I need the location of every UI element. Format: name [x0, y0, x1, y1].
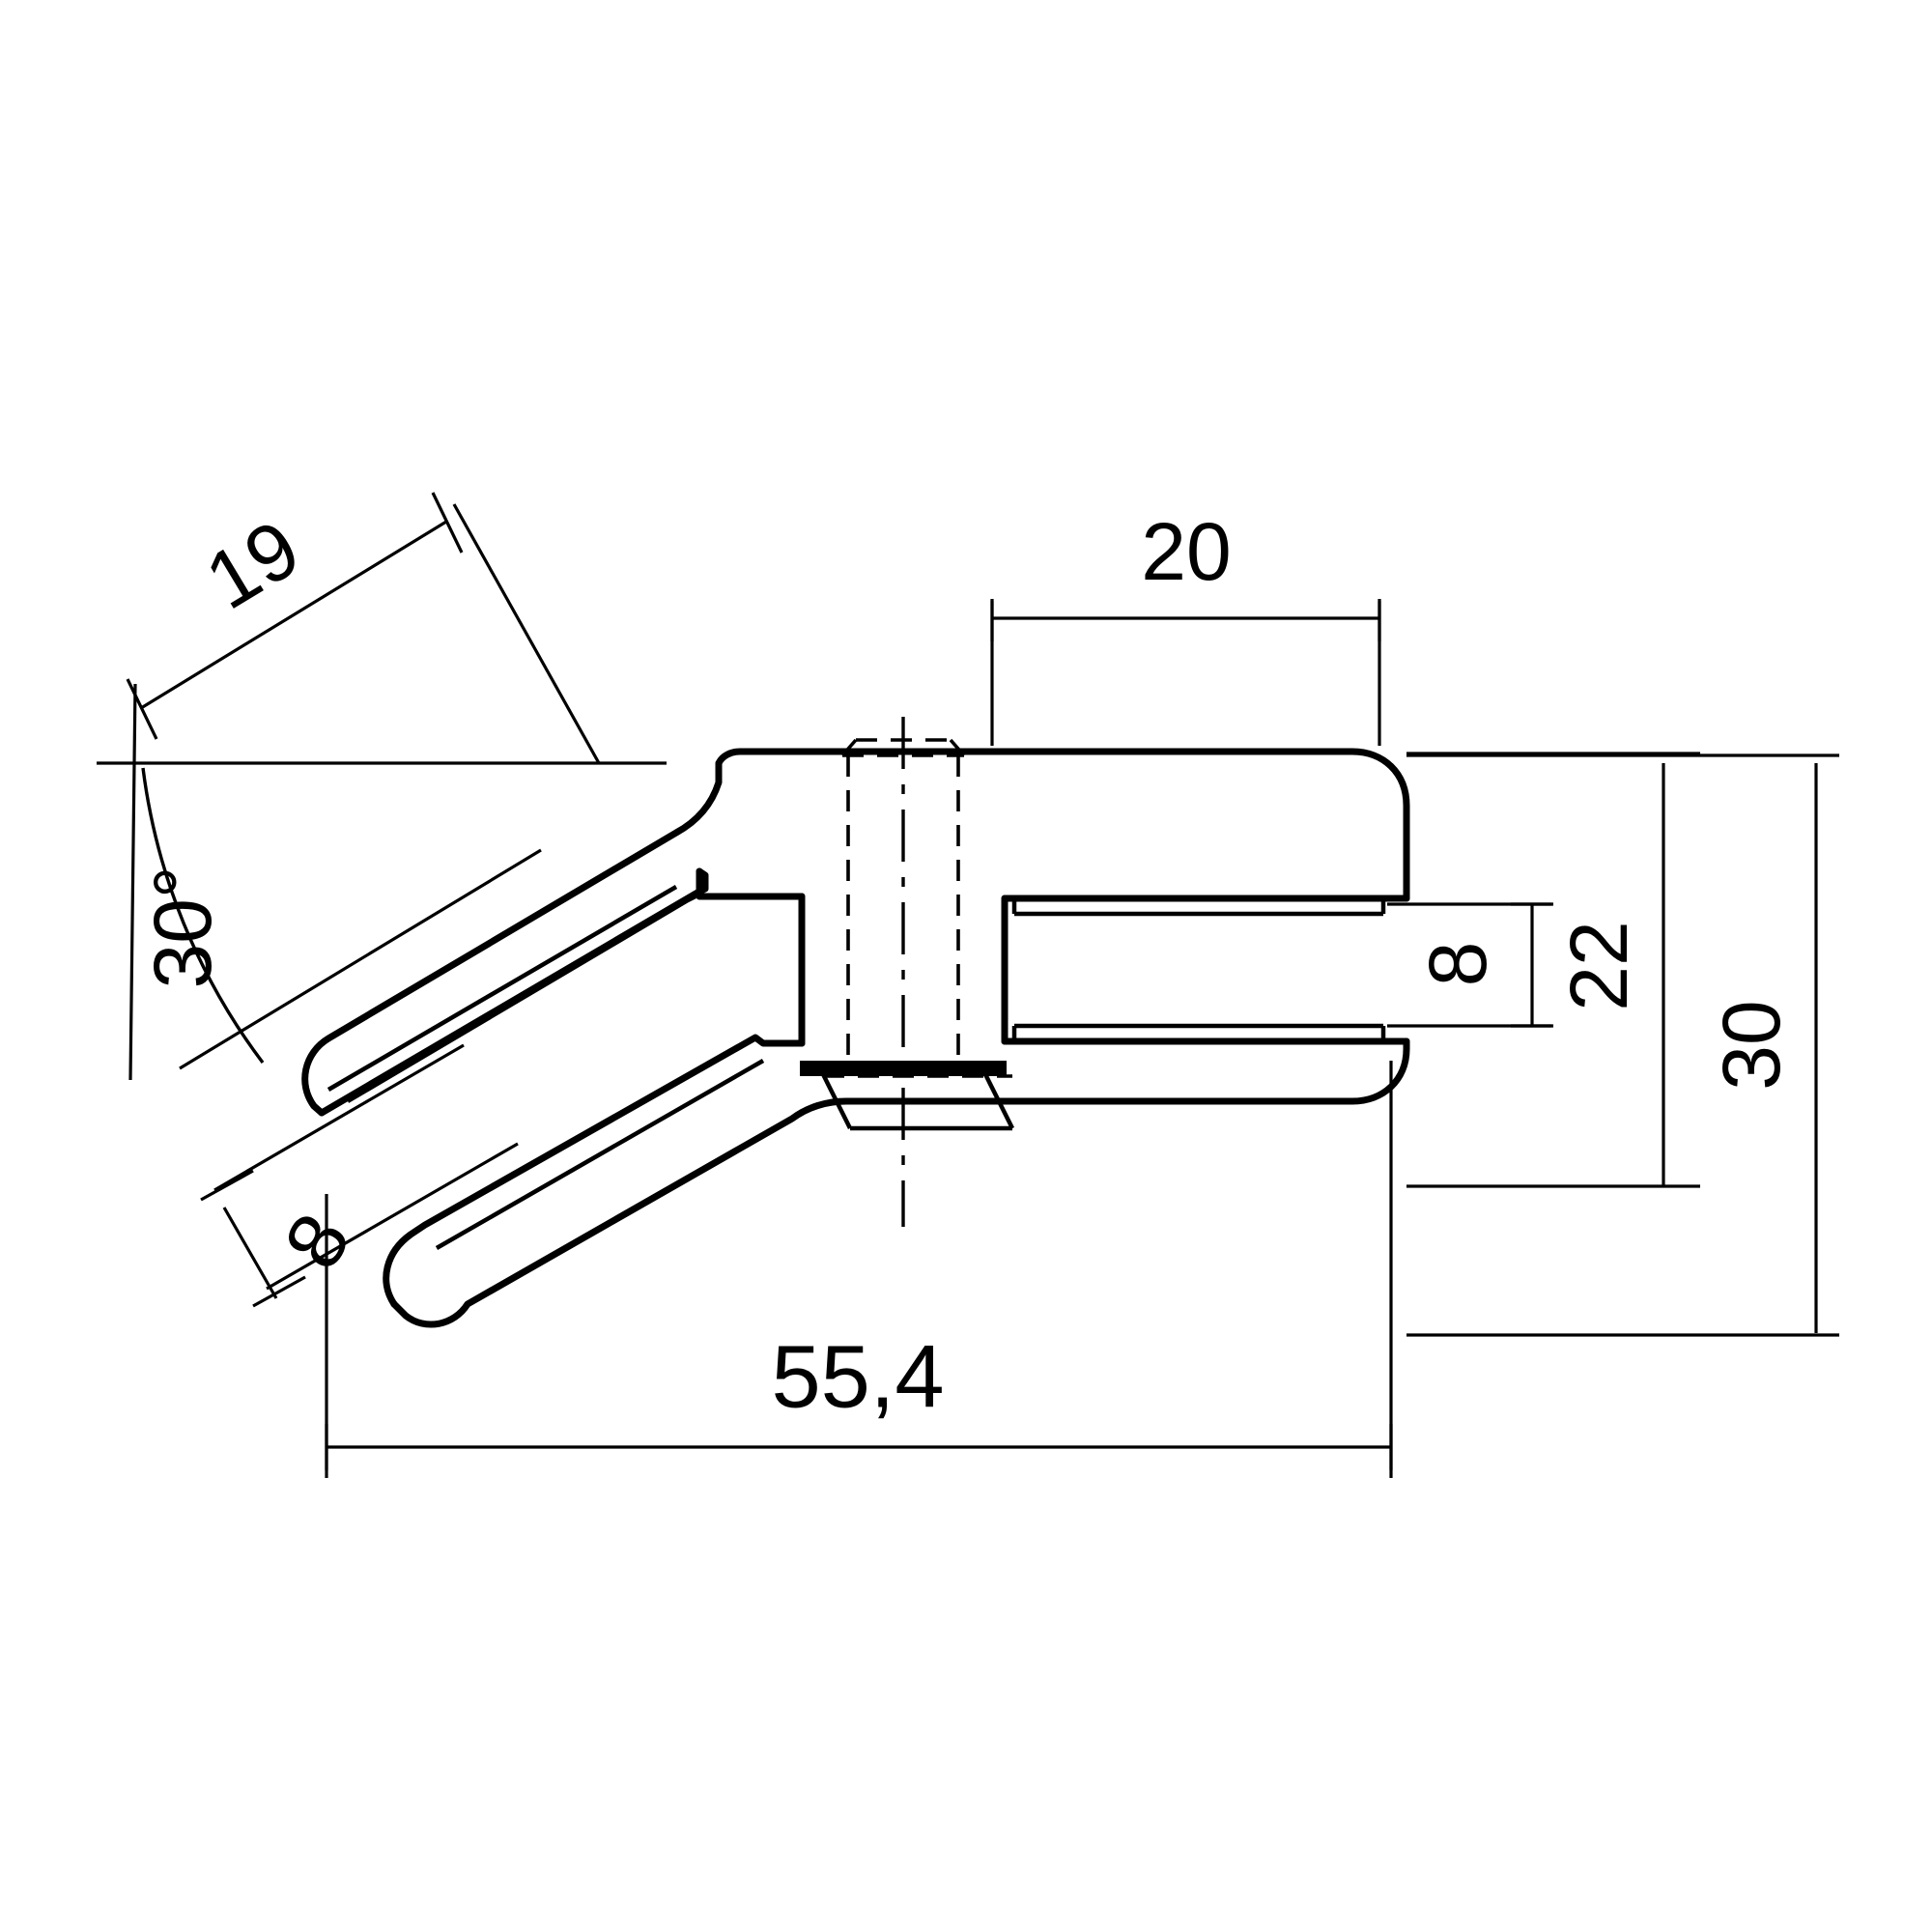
screw-shaft-top-chamfer-l: [840, 738, 858, 757]
upper-body-outline: [301, 748, 1410, 1117]
screw-head-right-taper: [982, 1072, 1015, 1130]
lower-arm-slot-line: [435, 1059, 765, 1250]
upper-body-slot-line-2: [327, 885, 678, 1092]
dim-19-ext-right: [452, 503, 601, 764]
dim-30deg-arc: [141, 767, 265, 1065]
dim-19-tick-left: [126, 678, 158, 740]
upper-arm-underside: [318, 867, 709, 1117]
screw-shaft-top-chamfer-r: [949, 738, 966, 757]
dim-30-label: 30: [1706, 1000, 1797, 1090]
dim-8l-ext-top: [213, 1043, 465, 1192]
dimension-8-left: 8: [200, 1043, 519, 1308]
dimension-20: 20: [990, 506, 1381, 746]
dim-8l-label: 8: [267, 1199, 368, 1283]
dimension-30deg: 30°: [97, 761, 667, 1070]
part-geometry: [301, 717, 1410, 1328]
screw-head-left-taper: [820, 1072, 853, 1130]
lower-arm-underside: [390, 1037, 1410, 1328]
dim-8l-tick-top: [200, 1169, 254, 1202]
dimension-8-right: 8: [1387, 902, 1553, 1028]
dim-30deg-label: 30°: [137, 866, 228, 988]
dim-554-label: 55,4: [771, 1327, 944, 1426]
dimension-annotations: 19 30° 20: [97, 492, 1839, 1478]
dim-30deg-face-ref: [179, 848, 542, 1070]
dim-19-line: [140, 520, 447, 710]
dim-8l-tick-bottom: [252, 1275, 306, 1308]
dim-8l-ext-bottom: [266, 1142, 519, 1291]
dim-22-label: 22: [1553, 921, 1644, 1010]
dim-19-label: 19: [190, 502, 315, 627]
dimension-30: 30: [1406, 753, 1839, 1337]
dim-19-ext-left: [128, 683, 137, 1081]
dim-20-label: 20: [1141, 506, 1231, 597]
lower-arm-slot-line-2: [423, 1036, 757, 1227]
lower-arm-top-edge: [383, 1034, 806, 1308]
dimension-22: 22: [1406, 752, 1700, 1188]
upper-body-left-notch: [696, 867, 806, 997]
dimension-554: 55,4: [325, 1061, 1393, 1478]
dim-8l-line: [222, 1207, 278, 1299]
dim-19-tick-right: [431, 492, 464, 554]
dim-8r-label: 8: [1412, 942, 1503, 987]
